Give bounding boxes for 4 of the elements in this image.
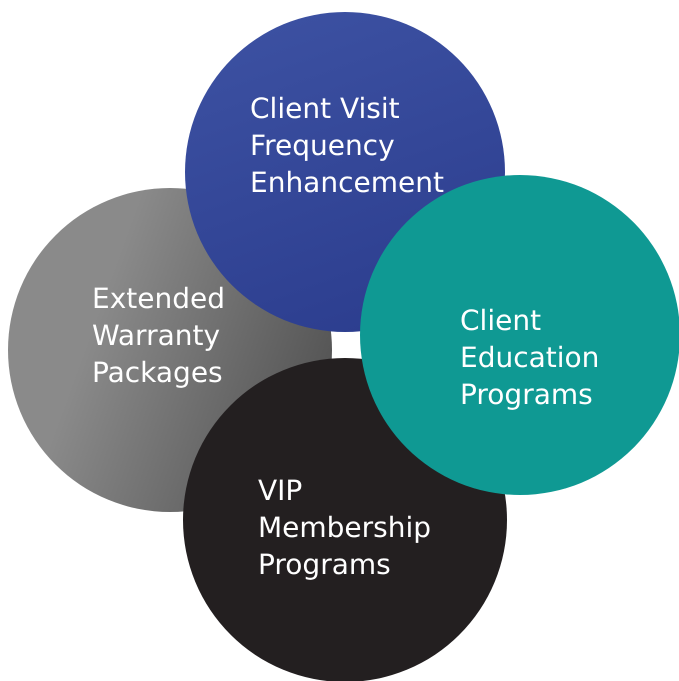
node-label: Client Visit Frequency Enhancement [250, 91, 445, 201]
node-label: Extended Warranty Packages [92, 281, 226, 391]
node-label: VIP Membership Programs [258, 473, 432, 583]
node-label: Client Education Programs [460, 303, 600, 413]
